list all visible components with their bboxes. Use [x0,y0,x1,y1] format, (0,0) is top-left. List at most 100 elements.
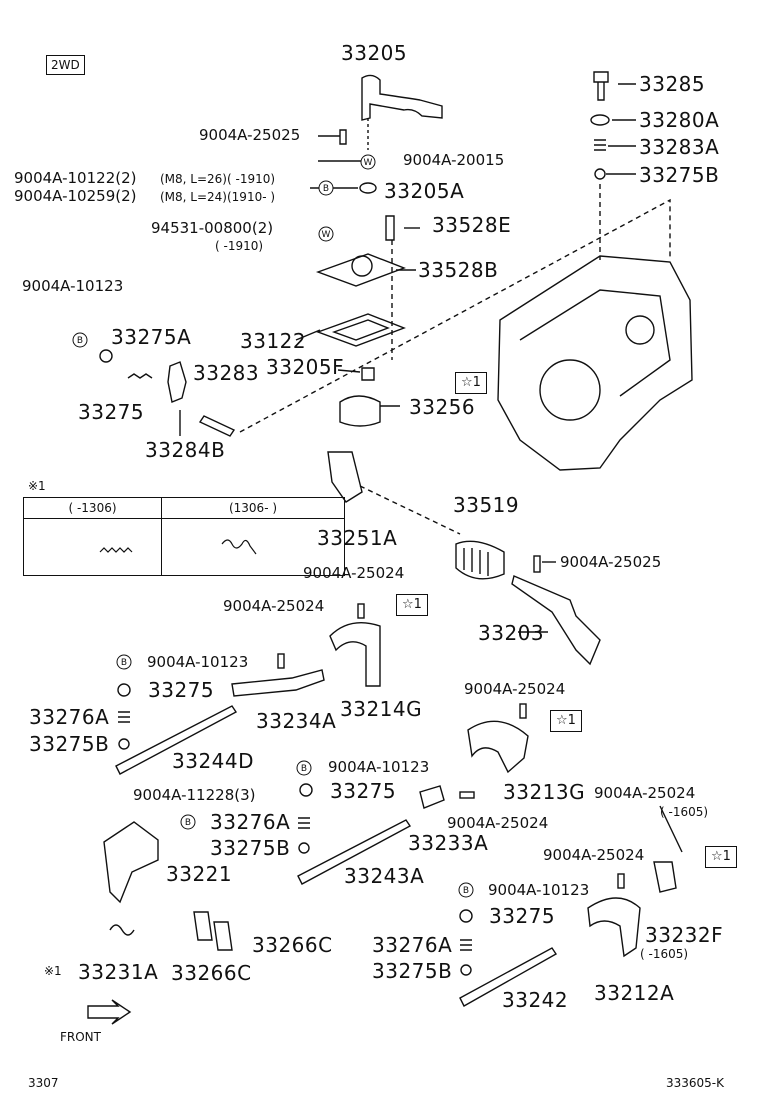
label-33276a-b: 33276A [29,705,110,729]
label-33266c-b: 33266C [171,961,252,985]
star-mark-4: ☆1 [705,846,737,868]
nut-33275-left [99,349,113,363]
svg-text:B: B [121,658,127,668]
label-33275-left: 33275 [78,400,145,424]
label-33275a: 33275A [111,325,192,349]
label-9004a-25025-mid: 9004A-25025 [560,553,662,571]
label-33205: 33205 [341,41,408,65]
label-33232f: 33232F [645,923,724,947]
cover-33528b [315,253,406,287]
label-9004a-11228: 9004A-11228(3) [133,786,256,804]
spring-variant-a-icon [99,547,133,553]
label-33243a: 33243A [344,864,425,888]
transmission-case [497,255,693,471]
gasket-33122 [315,313,406,347]
label-33231a: 33231A [78,960,159,984]
spring-variant-b-icon [221,539,257,555]
rod-33243a [297,819,412,885]
pin-33283 [198,415,236,437]
label-33212a: 33212A [594,981,675,1005]
ball-33275b-d [460,964,472,976]
label-33275b-b: 33275B [29,732,110,756]
svg-text:B: B [301,764,307,774]
label-33221: 33221 [166,862,233,886]
label-9004a-10122: 9004A-10122(2) [14,169,137,187]
label-33280a: 33280A [639,108,720,132]
rod-33244d [115,705,238,775]
label-9004a-25024-b: 9004A-25024 [223,597,325,615]
svg-text:B: B [77,336,83,346]
ball-33275b-c [298,842,310,854]
label-33122: 33122 [240,329,307,353]
label-33285: 33285 [639,72,706,96]
marker-b-6 [458,882,474,898]
label-33203: 33203 [478,621,545,645]
pad-33266c-b [213,921,233,951]
lever-33203 [511,575,601,666]
table-col1-header: ( -1306) [24,498,161,519]
bolt-33285 [593,71,609,101]
callout-mark-2: ※1 [44,964,62,978]
label-9004a-10122-spec: (M8, L=26)( -1910) [160,172,276,186]
marker-w-1 [360,154,376,170]
svg-text:W: W [322,230,331,240]
label-9004a-25024-f: 9004A-25024 [543,846,645,864]
lever-33221 [103,821,159,904]
spring-33205f [361,367,375,381]
svg-text:B: B [185,818,191,828]
svg-text:W: W [364,158,373,168]
label-33266c-a: 33266C [252,933,333,957]
label-9004a-20015: 9004A-20015 [403,151,505,169]
marker-w-2 [318,226,334,242]
fork-33212a [587,897,641,958]
marker-b-5 [180,814,196,830]
label-9004a-10123-left: 9004A-10123 [22,277,124,295]
label-9004a-10123-b: 9004A-10123 [147,653,249,671]
marker-b-3 [116,654,132,670]
tag-2wd: 2WD [46,55,85,75]
label-9004a-25024-d: 9004A-25024 [447,814,549,832]
bolt-33528e [385,215,395,241]
label-94531-00800: 94531-00800(2) [151,219,274,237]
pad-33266c-a [193,911,213,941]
label-33233a: 33233A [408,831,489,855]
label-9004a-25024-e: 9004A-25024 [594,784,696,802]
spring-33275a [127,373,153,379]
bolt-9004a-25025-mid [533,555,541,573]
shift-lever-bracket-33205 [361,74,443,121]
label-9004a-10259-spec: (M8, L=24)(1910- ) [160,190,276,204]
label-1605-a: ( -1605) [660,805,709,819]
rod-33242 [459,947,558,1007]
label-1605-b: ( -1605) [640,947,689,961]
washer-33275-b [117,683,131,697]
label-9004a-25025-top: 9004A-25025 [199,126,301,144]
label-33519: 33519 [453,493,520,517]
ball-33275b-b [118,738,130,750]
washer-33280a [590,114,610,126]
ball-33275b-top [594,168,606,180]
label-9004a-25024-c: 9004A-25024 [464,680,566,698]
spring-33276a-b [118,711,130,723]
svg-text:B: B [463,886,469,896]
label-9004a-10123-d: 9004A-10123 [488,881,590,899]
marker-b-2 [72,332,88,348]
label-33213g: 33213G [503,780,586,804]
label-33276a-d: 33276A [372,933,453,957]
callout-mark: ※1 [28,479,46,493]
label-33275-c: 33275 [330,779,397,803]
label-33205f: 33205F [266,355,345,379]
star-mark-2: ☆1 [396,594,428,616]
label-33275b-c: 33275B [210,836,291,860]
washer-33275-d [459,909,473,923]
label-9004a-10123-c: 9004A-10123 [328,758,430,776]
spring-variant-table: ( -1306) (1306- ) [23,497,345,576]
front-label: FRONT [60,1030,101,1044]
fork-33214g [329,622,381,687]
label-33251a: 33251A [317,526,398,550]
label-33275-d: 33275 [489,904,556,928]
star-mark-3: ☆1 [550,710,582,732]
spring-icons [99,539,257,555]
label-33283: 33283 [193,361,260,385]
marker-b-4 [296,760,312,776]
